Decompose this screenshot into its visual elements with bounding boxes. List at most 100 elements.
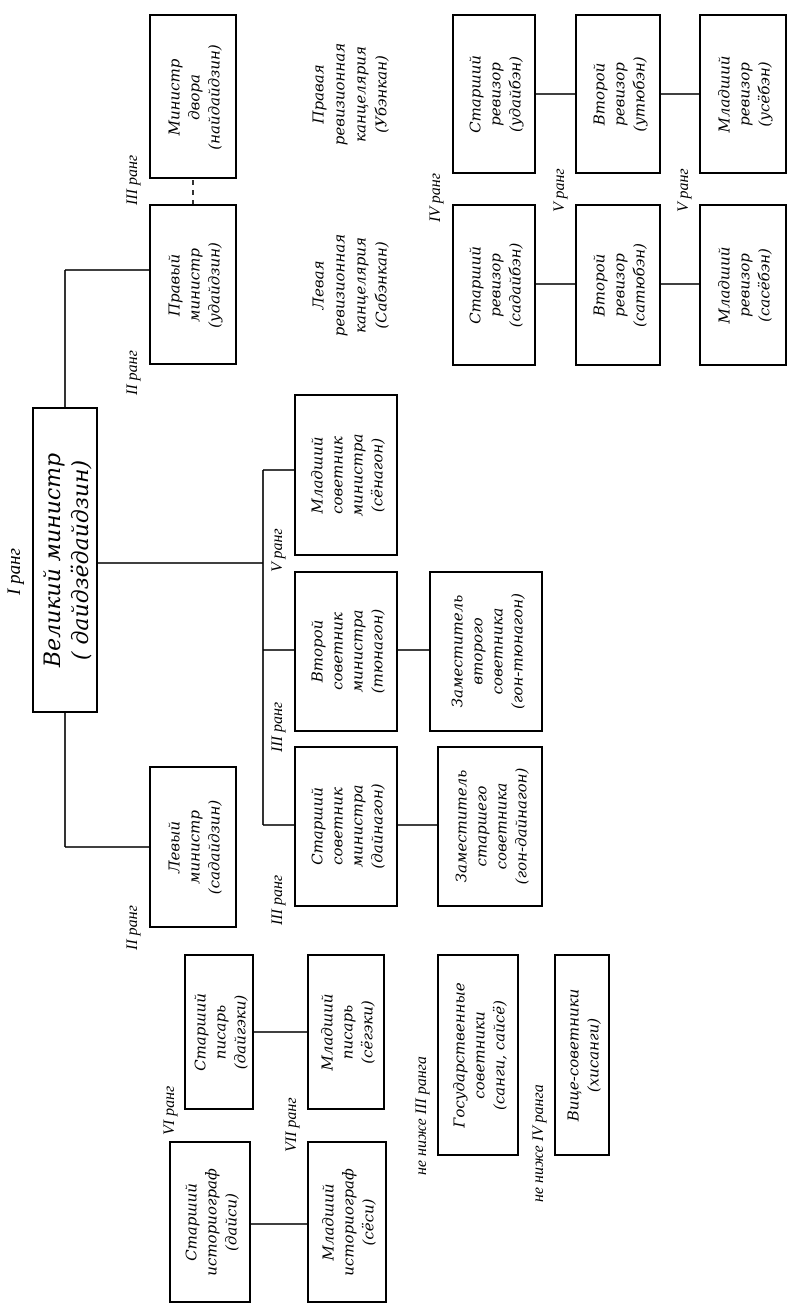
label-line: министра [349, 610, 367, 693]
label-line: (утюбэн) [631, 56, 649, 131]
second-counselor-box [294, 571, 398, 732]
label-line: Левая [309, 261, 327, 311]
junior-scribe-box [307, 954, 385, 1110]
label-line: министра [349, 785, 367, 868]
rank-label: III ранг [124, 155, 141, 206]
rank-label: VI ранг [161, 1086, 178, 1135]
label-line: Старший [309, 787, 327, 865]
label-line: (сёгэки) [359, 1000, 377, 1064]
vice-counselors-label: Вице-советники(хисанги) [565, 989, 603, 1123]
label-line: (дайси) [223, 1193, 241, 1251]
label-line: писарь [339, 1005, 357, 1059]
label-line: министр [186, 248, 204, 322]
label-line: (Убэнкан) [372, 55, 390, 133]
label-line: (тюнагон) [369, 609, 387, 694]
label-line: советники [471, 1011, 489, 1098]
label-line: Второй [591, 63, 609, 127]
label-line: Министр [166, 58, 184, 136]
label-line: (сёси) [360, 1198, 378, 1245]
right-minister-box [149, 204, 237, 365]
label-line: Правый [166, 254, 184, 317]
rank-label: V ранг [675, 168, 692, 212]
label-line: Младший [716, 247, 734, 325]
node-boxes [32, 14, 787, 1303]
label-line: (Сабэнкан) [372, 241, 390, 328]
label-line: Младший [320, 1184, 338, 1262]
rank-label: V ранг [551, 168, 568, 212]
label-line: писарь [212, 1005, 230, 1059]
connector-lines [64, 93, 700, 1225]
junior-historiographer-box [307, 1141, 387, 1303]
label-line: Великий министр [41, 453, 66, 668]
label-line: Младший [309, 437, 327, 515]
label-line: (сасёбэн) [756, 248, 774, 322]
rank-label: не ниже III ранга [413, 1056, 430, 1175]
vice-counselors-box [554, 954, 610, 1156]
label-line: ревизор [736, 253, 754, 317]
rank-label: не ниже IV ранга [530, 1084, 547, 1202]
label-line: (сатюбэн) [631, 243, 649, 327]
label-line: Второй [591, 254, 609, 318]
label-line: советник [329, 787, 347, 865]
label-line: советник [329, 612, 347, 690]
rank-labels: I ранг II ранг II ранг III ранг III ранг… [4, 155, 692, 1202]
label-line: ревизор [487, 62, 505, 126]
court-minister-box [149, 14, 237, 179]
senior-counselor-box [294, 746, 398, 907]
label-line: Заместитель [449, 595, 467, 708]
label-line: (садайдзин) [206, 800, 224, 895]
label-line: двора [186, 74, 204, 120]
junior-counselor-box [294, 394, 398, 556]
rank-label: VII ранг [283, 1097, 300, 1152]
label-line: (найдайдзин) [206, 44, 224, 150]
right-second-auditor-box [575, 14, 661, 174]
label-line: советника [489, 608, 507, 695]
label-line: ( дайдзёдайдзин) [69, 460, 94, 660]
label-line: министра [349, 434, 367, 517]
label-line: (удайбэн) [507, 56, 525, 132]
label-line: ревизор [736, 62, 754, 126]
label-line: Старший [192, 993, 210, 1071]
left-minister-box [149, 766, 237, 928]
label-line: ревизор [611, 62, 629, 126]
label-line: (усёбэн) [756, 61, 774, 126]
rank-label: IV ранг [427, 173, 444, 223]
label-line: (хисанги) [585, 1018, 603, 1092]
rank-label: III ранг [269, 875, 286, 926]
left-junior-auditor-box [699, 204, 787, 366]
senior-scribe-box [184, 954, 254, 1110]
label-line: Второй [309, 620, 327, 684]
rank-label: I ранг [4, 548, 25, 596]
rank-label: II ранг [124, 905, 141, 951]
label-line: историограф [340, 1168, 358, 1276]
label-line: Заместитель [453, 770, 471, 883]
label-line: (гон-дайнагон) [513, 768, 531, 885]
label-line: ревизор [487, 253, 505, 317]
label-line: Старший [467, 246, 485, 324]
rank-label: III ранг [269, 702, 286, 753]
label-line: Старший [183, 1183, 201, 1261]
label-line: Левый [166, 821, 184, 874]
label-line: Младший [319, 994, 337, 1072]
label-line: министр [186, 810, 204, 884]
label-line: Государственные [451, 982, 469, 1128]
label-line: Правая [309, 64, 327, 124]
label-line: (дайгэки) [232, 995, 250, 1070]
label-line: Вице-советники [565, 989, 583, 1123]
label-line: (дайнагон) [369, 783, 387, 868]
